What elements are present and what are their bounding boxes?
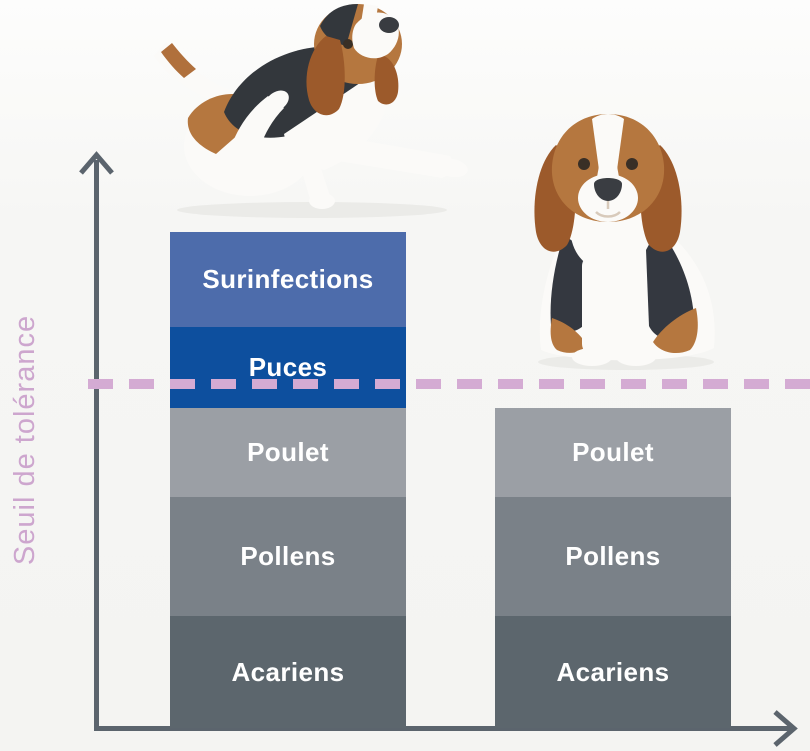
dog-nose — [594, 178, 622, 201]
bar-segment-label: Pollens — [240, 541, 336, 571]
bar-segment-poulet: Poulet — [495, 408, 731, 497]
beagle-sitting-image — [534, 114, 715, 370]
bar-segment-label: Poulet — [572, 437, 654, 467]
dog-eye — [626, 158, 638, 170]
bar-segment-acariens: Acariens — [495, 616, 731, 728]
dog-ear — [306, 36, 345, 116]
bar-segment-label: Acariens — [556, 656, 670, 687]
beagle-scratching-image — [154, 4, 468, 218]
y-axis-arrow-icon — [79, 151, 114, 175]
bar-segment-label: Surinfections — [202, 264, 374, 294]
bar-segment-puces: Puces — [170, 327, 406, 408]
bar-segment-acariens: Acariens — [170, 616, 406, 728]
bar-segment-poulet: Poulet — [170, 408, 406, 497]
bar-segment-pollens: Pollens — [495, 497, 731, 616]
bar-segment-label: Pollens — [565, 541, 661, 571]
bar-segment-surinfections: Surinfections — [170, 232, 406, 327]
bar-segment-label: Poulet — [247, 437, 329, 467]
x-axis-arrow-icon — [773, 710, 798, 747]
dog-nose — [379, 17, 399, 33]
bar-segment-label: Puces — [248, 352, 328, 382]
dog-eye — [578, 158, 590, 170]
dog-ear — [374, 56, 399, 105]
bar-segment-pollens: Pollens — [170, 497, 406, 616]
bar-segment-label: Acariens — [231, 656, 345, 687]
dog-eye — [343, 39, 353, 49]
dog-shadow — [177, 202, 447, 218]
